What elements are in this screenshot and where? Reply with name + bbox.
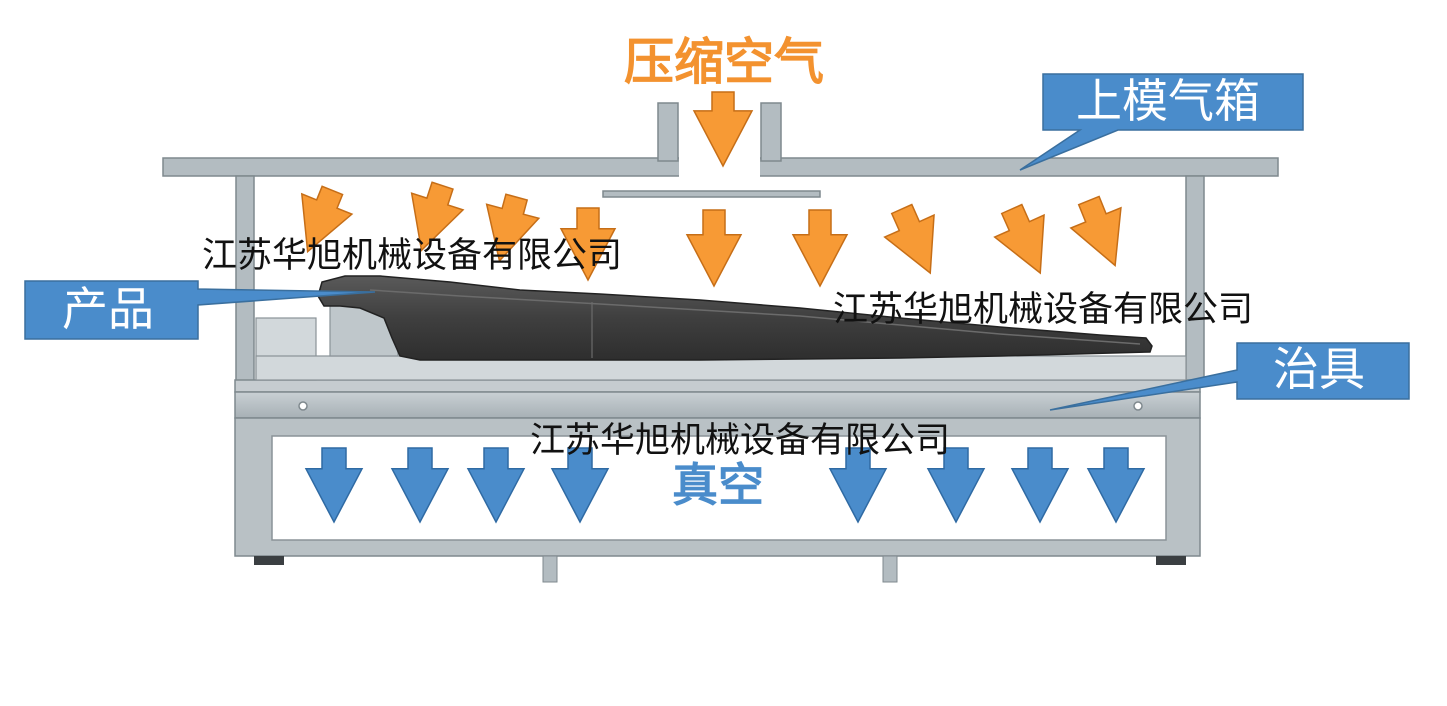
air-arrow-2 [300,185,354,254]
callout-fixture-shape [1049,342,1410,411]
compressed-air-title: 压缩空气 [624,33,824,91]
air-diffuser-plate [602,190,821,198]
callout-product-label: 产品 [62,282,154,336]
product-shell [317,275,1153,361]
vacuum-arrow-1 [304,447,364,524]
air-arrow-3 [410,181,465,252]
vacuum-arrow-8 [1086,447,1146,524]
air-arrow-4 [485,193,541,263]
vacuum-arrow-5 [828,447,888,524]
foot-right [1156,556,1186,565]
product-rib [369,289,1141,345]
air-arrow-7 [791,209,849,288]
company-watermark-3: 江苏华旭机械设备有限公司 [530,421,951,461]
vacuum-port-left [542,555,558,583]
vacuum-arrow-3 [466,447,526,524]
air-arrow-9 [993,203,1045,275]
air-arrow-10 [1069,195,1122,267]
upper-air-box [162,102,1279,382]
callout-product [24,280,376,340]
air-inlet-wall-right [760,102,782,162]
fixture-top-strip [234,379,1201,393]
air-arrow-8 [883,203,935,275]
callout-upper-box-label: 上模气箱 [1076,74,1260,128]
callout-upper-box-shape [1019,73,1304,171]
company-watermark-1: 江苏华旭机械设备有限公司 [202,236,623,276]
compressed-air-arrows [300,91,1122,288]
fixture-bolt-left [298,401,308,411]
vacuum-arrows [304,447,1146,524]
vacuum-arrow-4 [550,447,610,524]
callout-fixture-label: 治具 [1273,342,1365,396]
vacuum-arrow-6 [926,447,986,524]
air-arrow-1 [692,91,754,168]
vacuum-port-right [882,555,898,583]
foot-left [254,556,284,565]
fixture-plate [234,391,1201,419]
fixture-bolt-right [1133,401,1143,411]
air-inlet-opening [679,157,760,177]
callout-fixture [1049,342,1410,411]
fixture-feet [254,555,1186,583]
air-arrow-5 [559,207,617,282]
upper-box-side-right [1185,175,1205,382]
air-arrow-6 [685,209,743,288]
callout-upper-box [1019,73,1304,171]
vacuum-arrow-2 [390,447,450,524]
callout-product-shape [24,280,376,340]
vacuum-title: 真空 [672,458,764,512]
company-watermark-2: 江苏华旭机械设备有限公司 [833,290,1254,330]
vacuum-arrow-7 [1010,447,1070,524]
upper-box-side-left [235,175,255,382]
air-inlet-wall-left [657,102,679,162]
